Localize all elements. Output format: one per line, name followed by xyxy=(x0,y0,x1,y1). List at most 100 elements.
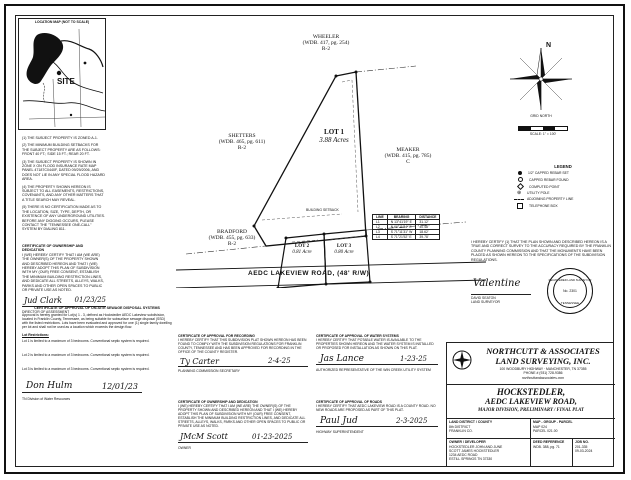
legend-item: CAPPED REBAR FOUND xyxy=(514,177,612,182)
water-signer: AUTHORIZED REPRESENTATIVE OF THE WIN CRE… xyxy=(316,368,431,372)
surveyor-seal: REGISTERED LAND SURVEYOR No. 2301 TENNES… xyxy=(547,268,593,315)
legend-item: COMPUTED POINT xyxy=(514,182,612,191)
surveyor-signature: Valentine xyxy=(473,278,521,290)
sewage-signer: TN Division of Water Resources xyxy=(22,397,71,402)
deed-value: WDB. 388, pg. 71 xyxy=(533,445,560,449)
company-phone: PHONE # (931) 728-9386 xyxy=(523,371,563,375)
surveyor-title: LAND SURVEYOR xyxy=(471,300,500,305)
recording-certificate: CERTIFICATE OF APPROVAL FOR RECORDING I … xyxy=(178,334,308,373)
water-title: CERTIFICATE OF APPROVAL OF WATER SYSTEMS xyxy=(316,334,399,338)
sewage-title: CERTIFICATE OF APPROVAL OF ON-SITE SEWAG… xyxy=(34,306,160,310)
shetters-ref: (WDB. 465, pg. 611) xyxy=(218,139,266,145)
scale-label: SCALE: 1" = 100' xyxy=(529,132,557,136)
table-cell: N 13°41'19" E xyxy=(386,219,417,225)
shetters-name: SHETTERS xyxy=(228,133,256,139)
location-map-title: LOCATION MAP (NOT TO SCALE) xyxy=(34,20,90,24)
legend-title: LEGEND xyxy=(554,164,572,169)
water-date: 1-23-25 xyxy=(400,355,427,363)
recording-signer: PLANNING COMMISSION SECRETARY xyxy=(178,369,240,373)
dedication-title: CERTIFICATE OF OWNERSHIP AND DEDICATION xyxy=(178,400,258,404)
line-table-header: LINE BEARING DISTANCE xyxy=(372,214,441,220)
owner-label: OWNER xyxy=(178,446,191,450)
note-1: (1) THE SUBJECT PROPERTY IS ZONED A-1. xyxy=(22,136,98,140)
roads-title: CERTIFICATE OF APPROVAL OF ROADS xyxy=(316,400,382,404)
seal-state: TENNESSEE xyxy=(560,301,580,306)
site-label: SITE xyxy=(57,77,75,86)
owner-line: 1234 AEDC ROAD xyxy=(449,453,478,457)
ownership-signer: DIRECTOR OF ASSESSMENT xyxy=(22,310,70,315)
lot-1-label: LOT 1 3.88 Acres xyxy=(304,128,364,144)
surveyor-certificate: I HEREBY CERTIFY (1) THAT THE PLAN SHOWN… xyxy=(471,240,611,318)
table-cell: S 71°21'52" E xyxy=(386,234,417,240)
map-value: MAP 024 xyxy=(533,425,547,429)
plat-sheet: LOCATION MAP (NOT TO SCALE) SITE (1) THE… xyxy=(4,4,625,474)
owner-line: SCOTT JAMES HOCKSTEDLER xyxy=(449,449,500,453)
meaker-name: MEAKER xyxy=(396,147,420,153)
sewage-signature: Don Hulm xyxy=(26,381,73,392)
legend-label: TELEPHONE BOX xyxy=(529,204,558,208)
roads-certificate: CERTIFICATE OF APPROVAL OF ROADS I HEREB… xyxy=(316,400,438,434)
lot-3-label: LOT 3 0.80 Acre xyxy=(324,244,364,256)
shetters-zone: R-2 xyxy=(237,145,247,151)
legend-item: TELEPHONE BOX xyxy=(514,203,612,209)
legend-item: ⊕ UTILITY POLE xyxy=(514,191,612,196)
company-name-2: LAND SURVEYING, INC. xyxy=(495,356,591,366)
recording-title: CERTIFICATE OF APPROVAL FOR RECORDING xyxy=(178,334,255,338)
seal-top: REGISTERED LAND SURVEYOR xyxy=(548,278,592,283)
location-map: LOCATION MAP (NOT TO SCALE) SITE xyxy=(18,18,106,130)
lot-2-name: LOT 2 xyxy=(294,244,310,249)
table-cell: 39.78' xyxy=(415,234,441,240)
location-map-graphic xyxy=(22,28,105,128)
plat-border: LOCATION MAP (NOT TO SCALE) SITE (1) THE… xyxy=(15,15,615,467)
ownership-title: CERTIFICATE OF OWNERSHIP AND DEDICATION xyxy=(22,244,84,253)
meaker-label: MEAKER (WDB. 415, pg. 785) C xyxy=(368,147,448,165)
project-title: HOCKSTEDLER, AEDC LAKEVIEW ROAD, MAJOR D… xyxy=(447,385,615,419)
project-name: HOCKSTEDLER, xyxy=(496,387,566,397)
lot-2-label: LOT 2 0.81 Acre xyxy=(284,244,320,256)
company-address: 100 WOODBURY HIGHWAY · MANCHESTER, TN 37… xyxy=(499,367,587,371)
recording-signature: Ty Carter xyxy=(180,357,219,366)
wheeler-ref: (WDB. 417, pg. 254) xyxy=(302,40,350,46)
owner-signature: JMcM Scott xyxy=(180,432,228,441)
sewage-date: 12/01/23 xyxy=(102,382,138,392)
sewage-lot-3: Lot 3 is limited to a maximum of 3 bedro… xyxy=(22,367,150,372)
map-label: MAP - GROUP - PARCEL xyxy=(533,420,573,424)
water-signature: Jas Lance xyxy=(320,354,364,364)
seal-number: No. 2301 xyxy=(563,289,577,294)
note-2: (2) THE MINIMUM BUILDING SETBACKS FOR TH… xyxy=(22,143,101,157)
table-cell: S 71°11'31" W xyxy=(386,229,417,235)
company-header: NORTHCUTT & ASSOCIATES LAND SURVEYING, I… xyxy=(447,343,615,385)
sewage-lot-2: Lot 2 is limited to a maximum of 3 bedro… xyxy=(22,353,150,358)
adjoining-line-icon xyxy=(514,198,524,200)
water-body: I HEREBY CERTIFY THAT POTABLE WATER IS A… xyxy=(316,338,434,350)
legend-item: 1/2" CAPPED REBAR SET xyxy=(514,171,612,175)
sewage-body: Approval is hereby granted for Lot(s) 1 … xyxy=(22,313,172,330)
owner-dev-label: OWNER / DEVELOPER xyxy=(449,440,486,444)
sewage-lot-1: Lot 1 is limited to a maximum of 3 bedro… xyxy=(22,339,150,344)
surveyor-cert-text: I HEREBY CERTIFY (1) THAT THE PLAN SHOWN… xyxy=(471,240,611,262)
notes-block: (1) THE SUBJECT PROPERTY IS ZONED A-1. (… xyxy=(22,136,106,232)
legend-label: 1/2" CAPPED REBAR SET xyxy=(528,171,569,175)
lot-1-name: LOT 1 xyxy=(324,128,344,136)
meaker-zone: C xyxy=(406,159,410,165)
meaker-ref: (WDB. 415, pg. 785) xyxy=(384,153,432,159)
owner-date: 01-23-2025 xyxy=(252,433,293,441)
roads-body: I HEREBY CERTIFY THAT AEDC LAKEVIEW ROAD… xyxy=(316,404,436,412)
note-5: (5) THERE IS NO CERTIFICATION MADE AS TO… xyxy=(22,205,106,232)
project-road: AEDC LAKEVIEW ROAD, xyxy=(485,397,577,406)
ownership-signature: Jud Clark xyxy=(24,296,63,306)
bradford-name: BRADFORD xyxy=(217,229,247,235)
sewage-lot-restrictions: Lot Restrictions: xyxy=(22,333,49,338)
table-cell: L4 xyxy=(372,234,388,240)
north-arrow-icon xyxy=(510,47,572,110)
deed-label: DEED REFERENCE xyxy=(533,440,565,444)
roads-signer: HIGHWAY SUPERINTENDENT xyxy=(316,430,364,434)
rebar-set-icon xyxy=(518,171,522,175)
title-block: NORTHCUTT & ASSOCIATES LAND SURVEYING, I… xyxy=(446,342,615,467)
wheeler-name: WHEELER xyxy=(312,34,340,40)
bradford-ref: (WDB. 455, pg. 633) xyxy=(208,235,256,241)
bradford-zone: R-2 xyxy=(227,241,237,247)
road-label: AEDC LAKEVIEW ROAD, (48' R/W) xyxy=(248,270,370,277)
